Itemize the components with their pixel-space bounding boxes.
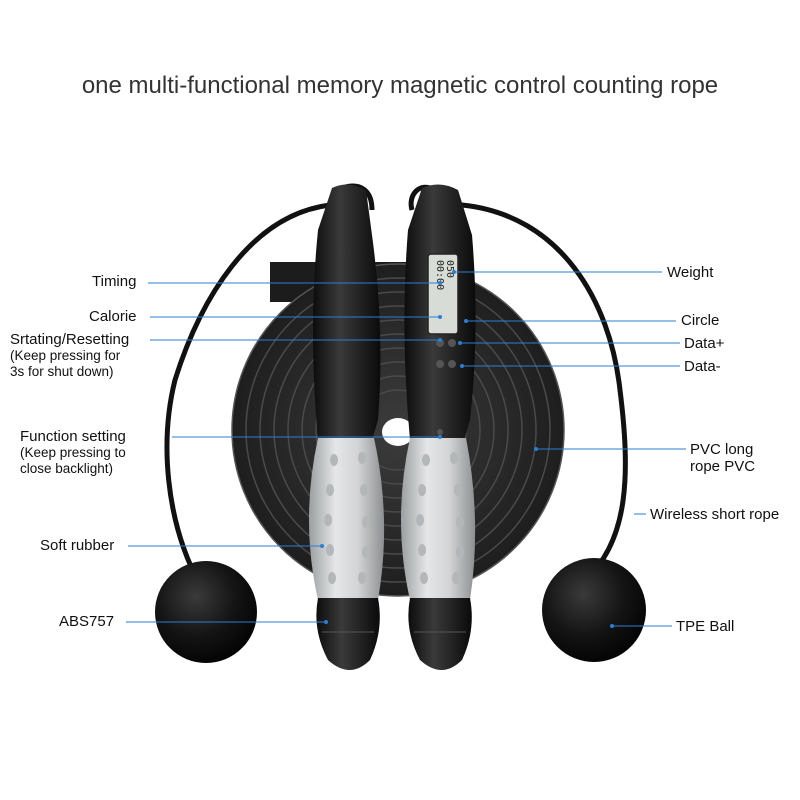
- label-starting-resetting: Srtating/Resetting: [10, 331, 130, 348]
- page-title: one multi-functional memory magnetic con…: [81, 72, 719, 99]
- label-abs757: ABS757: [59, 613, 115, 630]
- tpe-ball-right: [542, 558, 646, 662]
- label-starting-note-2: 3s for shut down): [10, 364, 114, 379]
- short-rope-left: [164, 202, 333, 588]
- label-wireless-short-rope: Wireless short rope: [650, 506, 780, 523]
- label-data-plus: Data+: [684, 335, 725, 352]
- right-handle: [401, 184, 476, 670]
- label-soft-rubber: Soft rubber: [40, 537, 115, 554]
- label-pvc-line-2: rope PVC: [690, 458, 756, 475]
- label-pvc-line-1: PVC long: [690, 441, 754, 458]
- tpe-ball-left: [155, 561, 257, 663]
- label-starting-note-1: (Keep pressing for: [10, 348, 121, 363]
- label-function-note-1: (Keep pressing to: [20, 445, 126, 460]
- label-timing: Timing: [92, 273, 137, 290]
- label-weight: Weight: [667, 264, 714, 281]
- label-calorie: Calorie: [89, 308, 137, 325]
- label-tpe-ball: TPE Ball: [676, 618, 735, 635]
- label-function-setting: Function setting: [20, 428, 126, 445]
- left-handle: [309, 183, 385, 670]
- lcd-weight-value: 050: [444, 260, 455, 278]
- lcd-timing-value: 00:00: [434, 260, 445, 290]
- lcd-screen: [427, 253, 459, 335]
- label-data-minus: Data-: [684, 358, 721, 375]
- leader-lines: [126, 271, 686, 627]
- label-function-note-2: close backlight): [20, 461, 114, 476]
- label-circle: Circle: [681, 312, 720, 329]
- short-rope-right: [459, 202, 628, 583]
